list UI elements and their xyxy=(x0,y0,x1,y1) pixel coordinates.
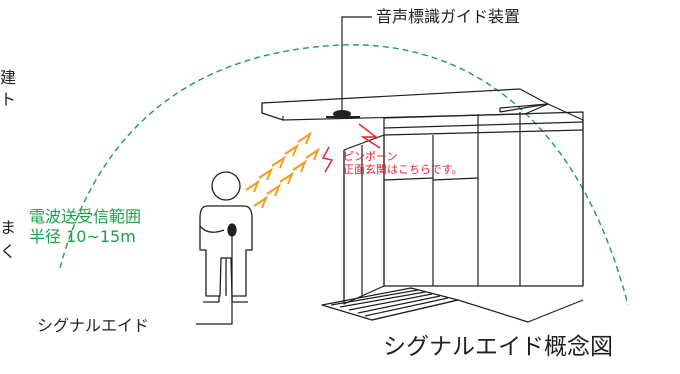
device-label: 音声標識ガイド装置 xyxy=(376,7,521,26)
range-label: 電波送受信範囲 半径 10~15m xyxy=(29,207,141,247)
chime-label: ピンポーン 正面玄関はこちらです。 xyxy=(343,150,463,176)
signal-aid-leader xyxy=(196,236,233,325)
range-label-line2: 半径 10~15m xyxy=(29,227,136,246)
edge-text-fragment: 建 xyxy=(0,68,17,87)
signal-aid-label: シグナルエイド xyxy=(37,316,150,335)
reception-range-arc xyxy=(59,44,629,306)
chime-sound-mark xyxy=(321,123,381,173)
diagram-caption: シグナルエイド概念図 xyxy=(383,334,613,360)
person-holding-remote-icon xyxy=(199,171,253,303)
person-body xyxy=(199,205,253,297)
edge-text-fragment: く xyxy=(0,242,17,261)
chime-label-line1: ピンポーン xyxy=(343,150,398,163)
remote-device xyxy=(227,223,237,237)
range-label-line1: 電波送受信範囲 xyxy=(29,207,142,226)
edge-text-fragment: ま xyxy=(0,218,17,237)
entrance-building xyxy=(261,88,584,323)
chime-label-line2: 正面玄関はこちらです。 xyxy=(343,163,463,176)
person-head xyxy=(211,171,241,201)
radio-wave-marks xyxy=(245,131,321,209)
canopy xyxy=(261,88,549,121)
ceiling-speaker-icon xyxy=(326,16,372,118)
edge-text-fragment: ト xyxy=(0,90,17,109)
